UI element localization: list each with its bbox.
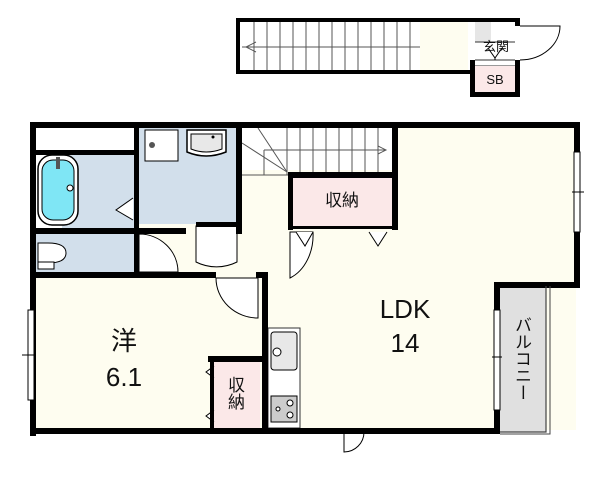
entrance-stair-block	[236, 18, 561, 97]
internal-stairs	[241, 127, 388, 176]
washing-machine-icon	[144, 129, 179, 162]
entrance-label: 玄関	[482, 39, 509, 54]
balcony-label: バルコニー	[512, 316, 531, 401]
kitchen-sink-icon	[270, 331, 298, 371]
bathtub-icon	[37, 154, 79, 226]
shoe-box-label: SB	[486, 72, 504, 87]
stove-icon	[270, 395, 298, 423]
storage-lower-label: 収納	[225, 376, 244, 410]
windows	[22, 151, 584, 411]
ldk-size: 14	[390, 328, 420, 358]
fixtures	[37, 129, 298, 423]
western-room-size: 6.1	[105, 362, 143, 392]
toilet-icon	[37, 242, 67, 270]
wash-basin-icon	[186, 129, 227, 157]
western-room-name: 洋	[110, 326, 137, 356]
storage-upper-label: 収納	[325, 191, 359, 210]
ldk-name: LDK	[379, 294, 431, 324]
